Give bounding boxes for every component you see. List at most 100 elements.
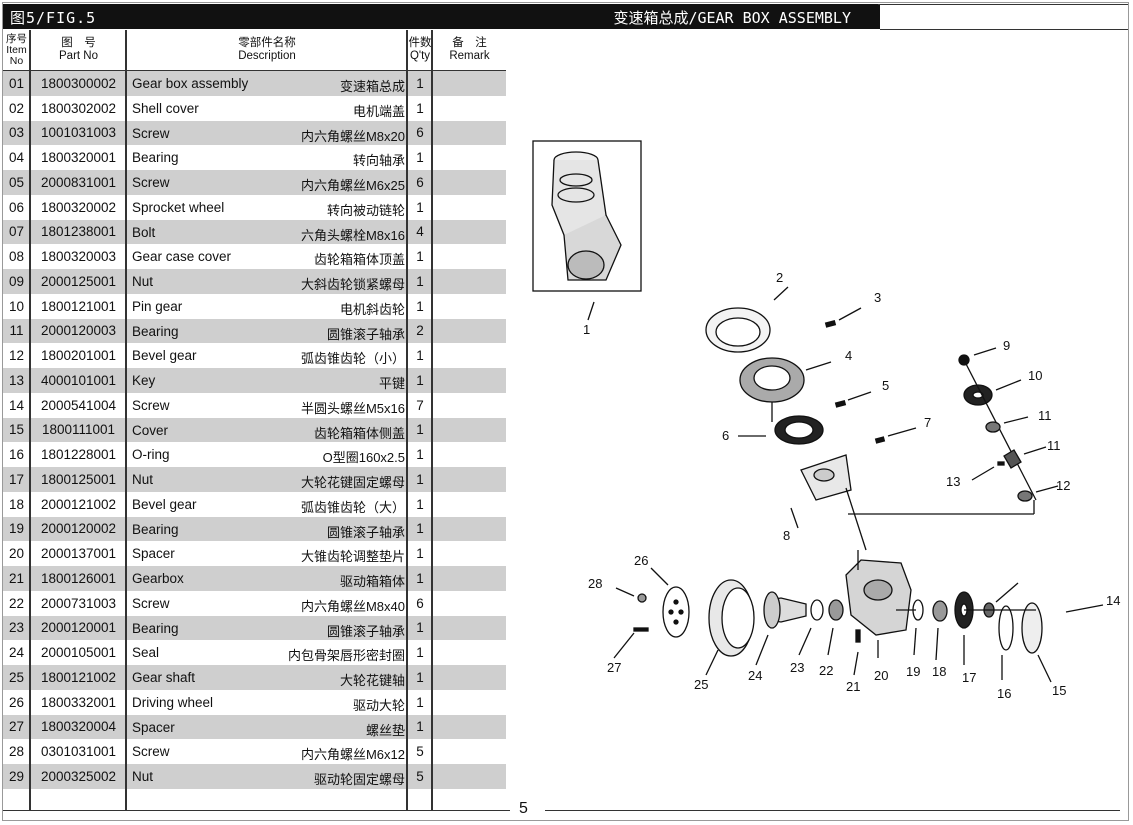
description-cn: 大锥齿轮调整垫片 [300,549,405,565]
quantity: 1 [407,244,433,269]
remark [433,244,507,269]
part-no: 1800320004 [30,714,127,740]
quantity: 1 [407,442,433,467]
description-en: Gear case cover [132,249,232,265]
quantity: 1 [407,95,433,121]
callout-number: 12 [1056,478,1070,493]
header-remark: 备 注 Remark [432,30,506,71]
assembly-title: 变速箱总成/GEAR BOX ASSEMBLY [613,9,851,27]
quantity: 1 [407,70,433,96]
callout-number: 5 [882,378,889,393]
description-en: Bearing [132,521,179,537]
callout-number: 22 [819,663,833,678]
description-cn: 半圆头螺丝M5x16 [300,400,405,416]
remark [433,442,507,467]
column-divider [125,30,126,810]
callout-number: 8 [783,528,790,543]
table-row-empty [3,788,506,811]
remark [432,516,506,542]
remark [433,690,507,715]
quantity: 1 [407,194,433,220]
item-no: 02 [3,95,31,121]
item-no: 06 [3,194,31,220]
screw-shape [824,319,837,328]
callout-number: 25 [694,677,708,692]
description-en: Bevel gear [132,496,197,512]
remark [433,96,507,121]
item-no: 16 [3,442,31,467]
spacer-plate-shape [662,586,690,638]
part-no: 2000137001 [30,541,127,566]
item-no: 10 [3,293,31,319]
header-remark-cn: 备 注 [452,37,487,49]
description-en: Gear box assembly [132,76,249,91]
item-no: 12 [3,343,31,368]
remark [433,591,507,616]
quantity: 1 [407,541,433,566]
item-no: 26 [3,689,31,715]
description-en: Sprocket wheel [132,199,225,215]
part-no: 2000120001 [30,615,127,641]
description-cn: 转向被动链轮 [326,202,405,218]
item-no: 13 [3,368,31,393]
part-no: 1001031003 [30,120,127,146]
parts-table: 序号 Item No 图 号 Part No 零部件名称 Description… [3,30,506,811]
header-part-en: Part No [59,50,98,62]
remark [433,393,507,418]
part-no: 1800332001 [30,689,127,715]
remark [432,269,506,294]
part-no: 1800320002 [30,194,127,220]
description-en: Driving wheel [132,694,214,710]
part-no: 1801238001 [30,219,127,245]
remark [433,195,507,220]
figure-label: 图5/FIG.5 [10,9,97,27]
remark [432,566,506,591]
header-qty-en: Q'ty [409,50,431,62]
part-no: 1800320001 [30,145,127,170]
quantity: 1 [407,689,433,715]
header-desc-en: Description [238,50,296,62]
quantity: 1 [407,516,433,542]
part-no: 1801228001 [30,442,127,467]
description-en: Spacer [132,719,175,735]
quantity: 1 [407,665,433,690]
part-no: 2000831001 [30,170,127,195]
description-cn: 圆锥滚子轴承 [326,623,405,639]
header-part-cn: 图 号 [61,37,96,49]
callout-number: 11 [1038,408,1052,423]
part-no: 2000541004 [30,392,127,418]
quantity: 1 [407,417,433,443]
page-number: 5 [519,800,528,817]
item-no: 09 [3,269,31,294]
header-item-cn: 序号 [6,32,27,45]
description-cell: Bearing 圆锥滚子轴承 [126,516,408,542]
description-en: Key [132,373,156,388]
remark [432,714,506,740]
item-no: 20 [3,541,31,566]
description-cn: 内包骨架唇形密封圈 [287,648,405,664]
description-cn: 圆锥滚子轴承 [326,524,405,540]
description-en: Screw [132,125,170,141]
description-cn: 内六角螺丝M6x12 [300,747,405,763]
quantity: 6 [407,170,433,195]
quantity: 1 [407,615,433,641]
